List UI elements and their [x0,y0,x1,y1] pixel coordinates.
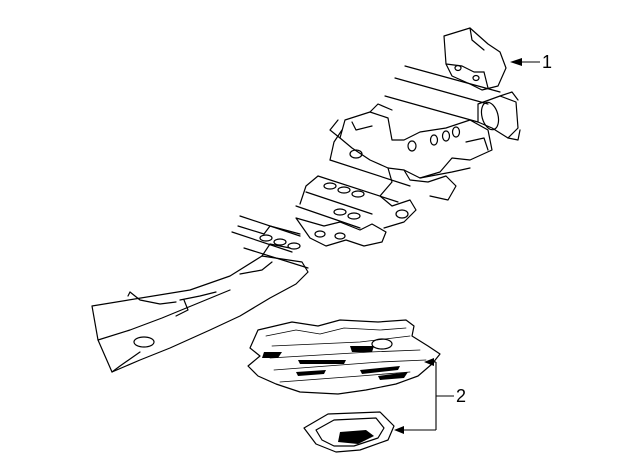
arrowhead-1 [510,58,522,66]
arrowhead-2-lower [394,426,404,434]
callout-label-2: 2 [456,386,466,406]
part-2-small-insulator [303,411,395,453]
callout-label-1: 1 [542,52,552,72]
part-2-floor-heat-shield [247,319,441,395]
arrowhead-2-upper [424,358,434,366]
callout-1: 1 [510,52,552,72]
underbody-floor-structure [91,65,521,373]
part-1-heat-shield [443,27,507,91]
callout-2: 2 [394,358,466,434]
